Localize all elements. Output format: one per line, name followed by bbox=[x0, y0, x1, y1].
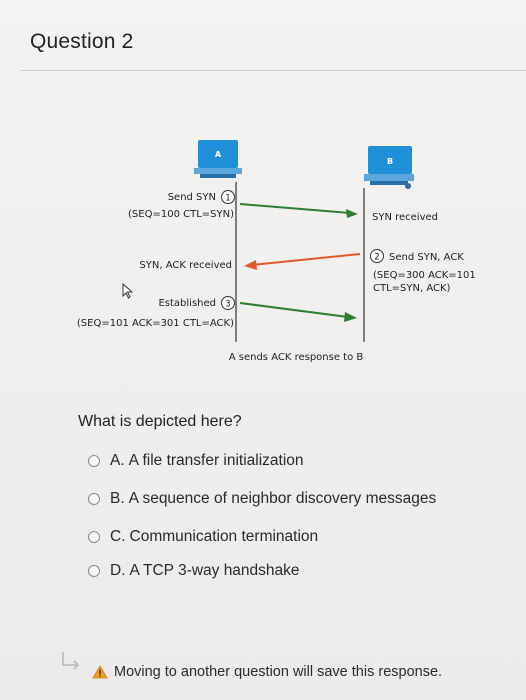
step2-badge bbox=[370, 249, 384, 263]
option-b-letter: B. bbox=[110, 490, 125, 507]
option-b-text: A sequence of neighbor discovery message… bbox=[128, 490, 437, 507]
option-a-letter: A. bbox=[110, 452, 125, 469]
host-b-label: B bbox=[387, 157, 393, 166]
save-notice-text: Moving to another question will save thi… bbox=[114, 664, 443, 680]
ack-arrowhead bbox=[344, 312, 357, 322]
syn-arrow-line bbox=[239, 203, 351, 214]
step3-label: Established bbox=[158, 298, 216, 309]
ack-arrow-line bbox=[239, 302, 349, 318]
option-a-radio[interactable] bbox=[88, 455, 100, 467]
step1-detail: (SEQ=100 CTL=SYN) bbox=[128, 209, 234, 220]
option-c-letter: C. bbox=[110, 528, 126, 545]
option-a[interactable]: A. A file transfer initialization bbox=[88, 452, 304, 470]
step2-detail-line1: (SEQ=300 ACK=101 bbox=[373, 270, 476, 281]
step1-number: 1 bbox=[225, 194, 230, 204]
option-d-text: A TCP 3-way handshake bbox=[129, 562, 300, 579]
host-a-label: A bbox=[215, 150, 222, 159]
syn-ack-arrow-line bbox=[251, 253, 361, 266]
question-title: Question 2 bbox=[30, 30, 134, 53]
mouse-cursor-icon bbox=[122, 283, 134, 299]
title-divider bbox=[20, 70, 526, 71]
step2-label: Send SYN, ACK bbox=[389, 252, 464, 263]
option-b[interactable]: B. A sequence of neighbor discovery mess… bbox=[88, 490, 436, 508]
option-c-text: Communication termination bbox=[129, 528, 319, 545]
diagram-caption: A sends ACK response to B bbox=[229, 352, 364, 363]
syn-ack-arrowhead bbox=[244, 260, 257, 270]
step3-badge bbox=[221, 296, 235, 310]
question-prompt: What is depicted here? bbox=[78, 413, 242, 430]
host-b-computer-icon: B bbox=[364, 146, 414, 189]
save-notice: Moving to another question will save thi… bbox=[92, 664, 442, 680]
option-d-letter: D. bbox=[110, 562, 126, 579]
step2-detail-line2: CTL=SYN, ACK) bbox=[373, 283, 451, 294]
step3-number: 3 bbox=[225, 300, 230, 310]
option-d-radio[interactable] bbox=[88, 565, 100, 577]
option-c[interactable]: C. Communication termination bbox=[88, 528, 318, 546]
syn-arrowhead bbox=[346, 209, 358, 218]
option-c-radio[interactable] bbox=[88, 531, 100, 543]
warning-icon bbox=[92, 665, 108, 679]
option-b-radio[interactable] bbox=[88, 493, 100, 505]
step2-number: 2 bbox=[374, 253, 379, 263]
tcp-handshake-diagram: A B Send SYN 1 (SEQ=100 CTL=SYN) SYN rec… bbox=[77, 140, 476, 363]
a-syn-ack-received: SYN, ACK received bbox=[139, 260, 232, 271]
step1-badge bbox=[221, 190, 235, 204]
step1-label: Send SYN bbox=[168, 192, 216, 203]
host-a-computer-icon: A bbox=[194, 140, 242, 178]
option-d[interactable]: D. A TCP 3-way handshake bbox=[88, 562, 300, 580]
b-syn-received: SYN received bbox=[372, 212, 438, 223]
step3-detail: (SEQ=101 ACK=301 CTL=ACK) bbox=[77, 318, 234, 329]
return-arrow-icon bbox=[62, 652, 80, 670]
option-a-text: A file transfer initialization bbox=[128, 452, 304, 469]
